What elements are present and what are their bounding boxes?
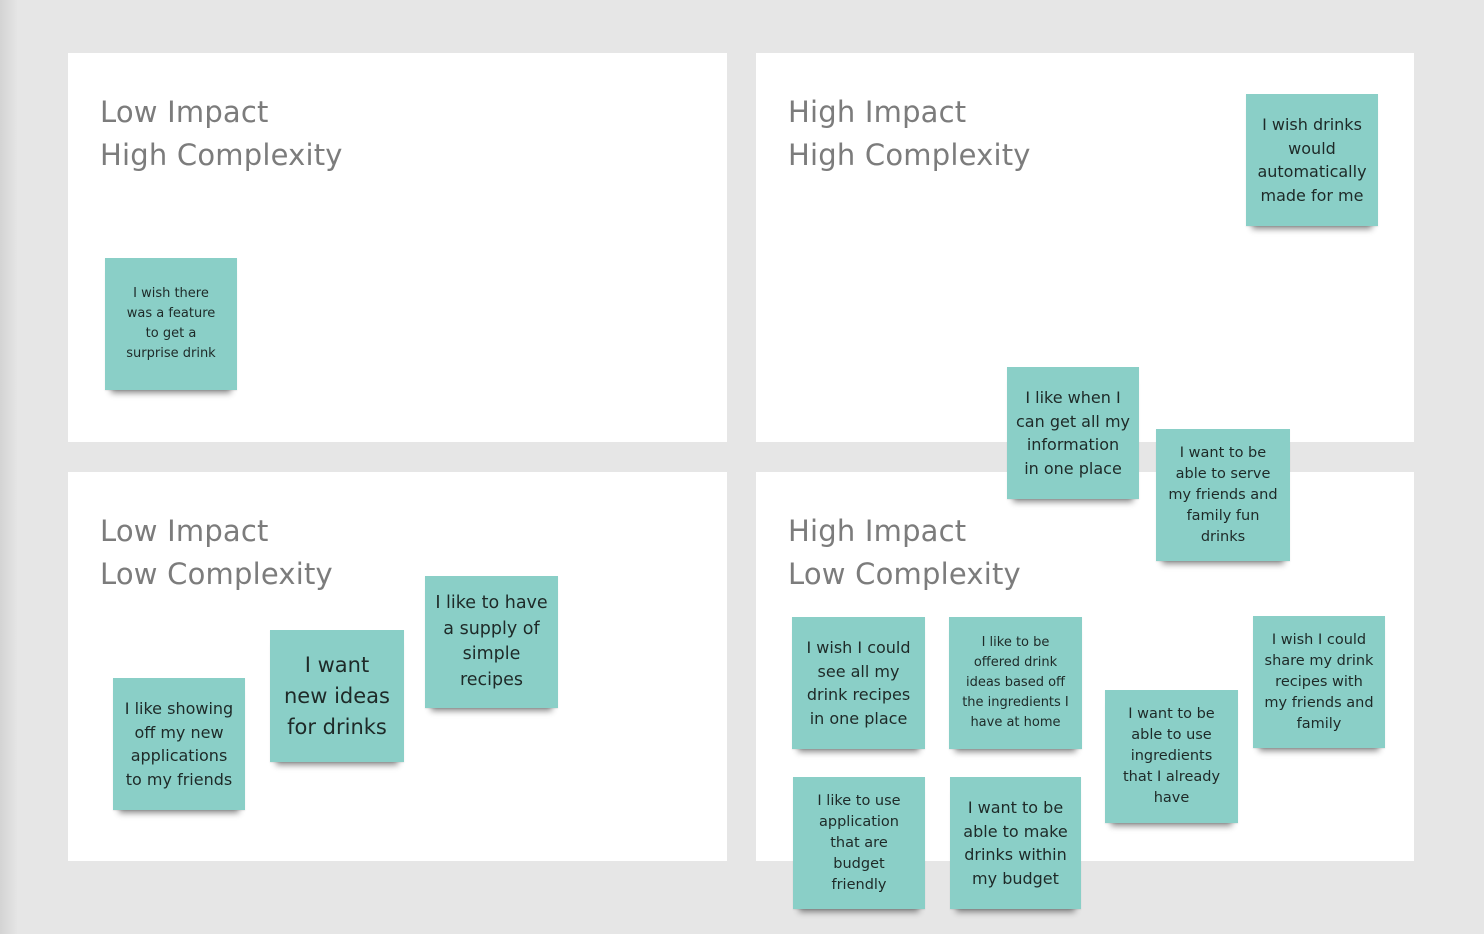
frame-title-line-1: High Impact (788, 95, 967, 129)
sticky-note[interactable]: I like to use application that are budge… (793, 777, 925, 909)
frame-title-line-2: High Complexity (100, 138, 343, 172)
sticky-note[interactable]: I want to be able to serve my friends an… (1156, 429, 1290, 561)
sticky-note-text: I want to be able to serve my friends an… (1168, 444, 1278, 545)
sticky-note-text: I like when I can get all my information… (1015, 388, 1131, 478)
sticky-note-text: I wish I could share my drink recipes wi… (1264, 631, 1374, 732)
frame-title: High Impact High Complexity (788, 91, 1031, 177)
sticky-note-text: I like to have a supply of simple recipe… (435, 593, 548, 690)
sticky-note[interactable]: I want to be able to use ingredients tha… (1105, 690, 1238, 823)
sticky-note-text: I like to use application that are budge… (817, 792, 901, 893)
canvas-edge (0, 0, 18, 934)
sticky-note-text: I want to be able to make drinks within … (963, 798, 1068, 888)
sticky-note[interactable]: I like to have a supply of simple recipe… (425, 576, 558, 708)
sticky-note-text: I want to be able to use ingredients tha… (1122, 706, 1221, 806)
sticky-note[interactable]: I want new ideas for drinks (270, 630, 404, 762)
sticky-note[interactable]: I want to be able to make drinks within … (950, 777, 1081, 909)
frame-title: High Impact Low Complexity (788, 510, 1021, 596)
sticky-note[interactable]: I wish I could see all my drink recipes … (792, 617, 925, 749)
frame-title-line-2: Low Complexity (100, 557, 333, 591)
sticky-note[interactable]: I wish there was a feature to get a surp… (105, 258, 237, 390)
frame-title-line-2: High Complexity (788, 138, 1031, 172)
sticky-note-text: I like to be offered drink ideas based o… (962, 635, 1069, 730)
sticky-note-text: I like showing off my new applications t… (124, 699, 234, 789)
sticky-note[interactable]: I wish I could share my drink recipes wi… (1253, 616, 1385, 748)
sticky-note-text: I wish drinks would automatically made f… (1257, 115, 1367, 205)
sticky-note[interactable]: I like showing off my new applications t… (113, 678, 245, 810)
sticky-note-text: I wish there was a feature to get a surp… (126, 286, 216, 361)
sticky-note-text: I wish I could see all my drink recipes … (806, 638, 911, 728)
sticky-note[interactable]: I like to be offered drink ideas based o… (949, 617, 1082, 749)
frame-title-line-1: Low Impact (100, 95, 269, 129)
sticky-note[interactable]: I like when I can get all my information… (1007, 367, 1139, 499)
frame-title: Low Impact High Complexity (100, 91, 343, 177)
frame-title: Low Impact Low Complexity (100, 510, 333, 596)
sticky-note-text: I want new ideas for drinks (284, 652, 390, 739)
frame-title-line-1: Low Impact (100, 514, 269, 548)
sticky-note[interactable]: I wish drinks would automatically made f… (1246, 94, 1378, 226)
frame-title-line-1: High Impact (788, 514, 967, 548)
frame-title-line-2: Low Complexity (788, 557, 1021, 591)
